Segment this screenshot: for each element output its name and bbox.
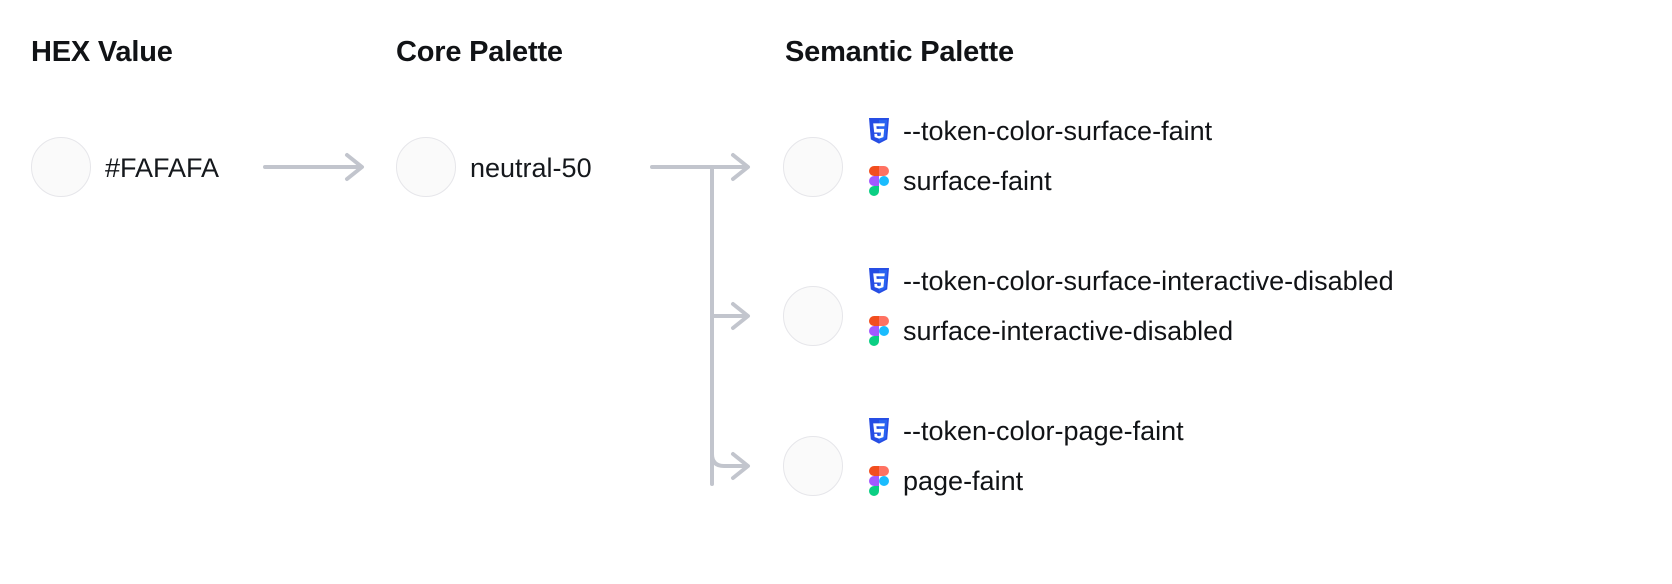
color-swatch-hex	[31, 137, 91, 197]
figma-token-text-0: surface-faint	[903, 165, 1052, 196]
column-heading-core-palette: Core Palette	[396, 36, 563, 68]
figma-token-line-1: surface-interactive-disabled	[866, 313, 1394, 349]
css-variable-line-0: --token-color-surface-faint	[866, 113, 1212, 149]
figma-icon	[866, 466, 892, 496]
core-palette-value-label: neutral-50	[470, 153, 592, 183]
color-swatch-core	[396, 137, 456, 197]
arrow-core-to-semantic-branch	[650, 153, 750, 486]
color-swatch-semantic-2	[783, 436, 843, 496]
semantic-token-row-2: --token-color-page-faint page-faint	[866, 413, 1184, 499]
figma-token-line-0: surface-faint	[866, 163, 1212, 199]
css-variable-line-1: --token-color-surface-interactive-disabl…	[866, 263, 1394, 299]
color-swatch-semantic-0	[783, 137, 843, 197]
hex-value-label: #FAFAFA	[105, 153, 220, 183]
color-swatch-semantic-1	[783, 286, 843, 346]
semantic-token-row-0: --token-color-surface-faint surface-fain…	[866, 113, 1212, 199]
css3-icon	[866, 416, 892, 446]
column-heading-hex-value: HEX Value	[31, 36, 173, 68]
css-variable-line-2: --token-color-page-faint	[866, 413, 1184, 449]
css-variable-text-2: --token-color-page-faint	[903, 415, 1184, 446]
css-variable-text-1: --token-color-surface-interactive-disabl…	[903, 265, 1394, 296]
semantic-token-row-1: --token-color-surface-interactive-disabl…	[866, 263, 1394, 349]
column-heading-semantic-palette: Semantic Palette	[785, 36, 1014, 68]
figma-token-line-2: page-faint	[866, 463, 1184, 499]
css3-icon	[866, 116, 892, 146]
css3-icon	[866, 266, 892, 296]
arrow-hex-to-core	[263, 153, 364, 181]
figma-token-text-2: page-faint	[903, 465, 1024, 496]
figma-token-text-1: surface-interactive-disabled	[903, 315, 1234, 346]
figma-icon	[866, 316, 892, 346]
figma-icon	[866, 166, 892, 196]
css-variable-text-0: --token-color-surface-faint	[903, 115, 1213, 146]
